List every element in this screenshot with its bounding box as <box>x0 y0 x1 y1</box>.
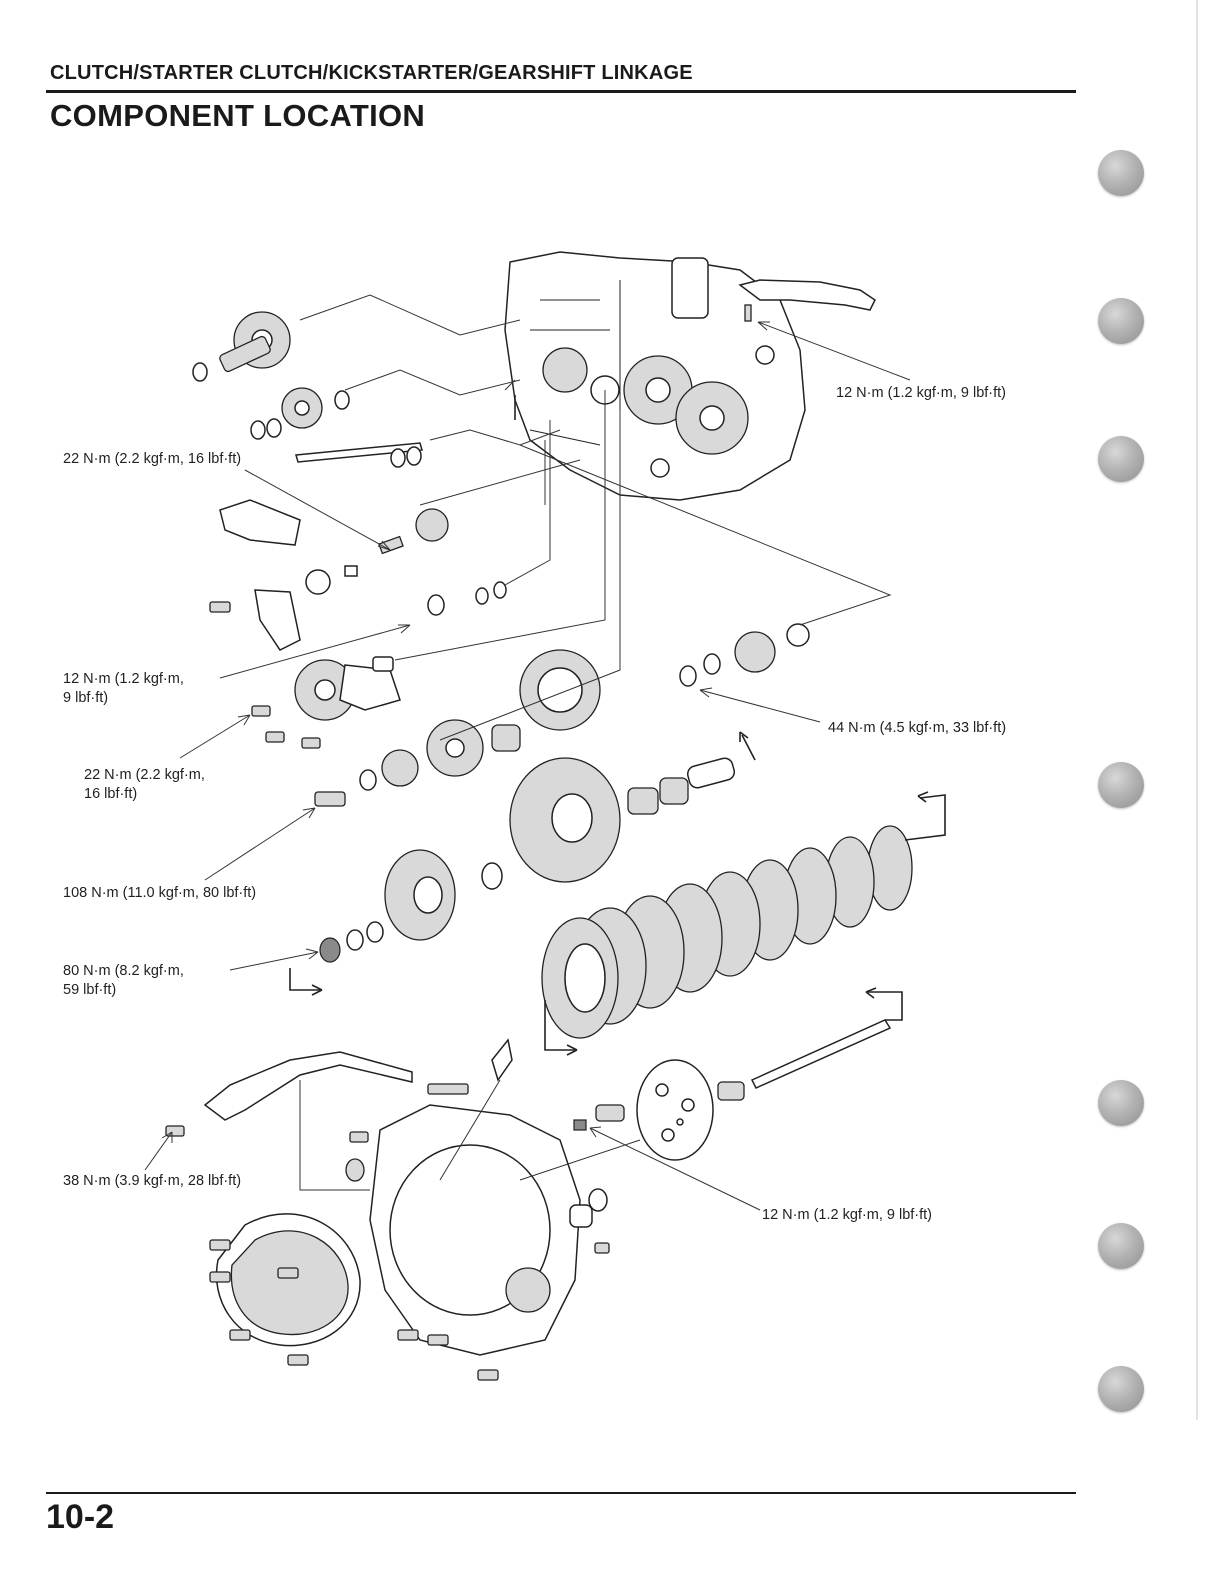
primary-drive-and-balancer-gears <box>314 623 810 807</box>
thumb-tab-5[interactable] <box>1098 1080 1144 1126</box>
thumb-tab-1[interactable] <box>1098 150 1144 196</box>
assembly-leader-lines <box>299 294 892 1191</box>
torque-label-primary-drive-gear-bolt: 108 N·m (11.0 kgf·m, 80 lbf·ft) <box>63 885 257 901</box>
torque-label-clutch-spring-bolt: 12 N·m (1.2 kgf·m, 9 lbf·ft) <box>762 1207 933 1223</box>
torque-label-oil-pump-bolt: 22 N·m (2.2 kgf·m, 16 lbf·ft) <box>84 766 205 804</box>
section-title: CLUTCH/STARTER CLUTCH/KICKSTARTER/GEARSH… <box>50 62 693 84</box>
page-heading: COMPONENT LOCATION <box>50 98 426 133</box>
thumb-tab-7[interactable] <box>1098 1366 1144 1412</box>
torque-label-line: 9 lbf·ft) <box>63 690 109 706</box>
torque-label-line: 80 N·m (8.2 kgf·m, <box>63 963 184 979</box>
torque-label-line: 22 N·m (2.2 kgf·m, <box>84 767 205 783</box>
page-edge-line <box>1196 0 1198 1420</box>
shift-drum-group <box>209 499 507 651</box>
torque-label-kickstarter-pedal-bolt: 38 N·m (3.9 kgf·m, 28 lbf·ft) <box>63 1173 242 1189</box>
thumb-tab-3[interactable] <box>1098 436 1144 482</box>
torque-label-stopper-arm-bolt: 12 N·m (1.2 kgf·m, 9 lbf·ft) <box>63 670 184 708</box>
thumb-tab-2[interactable] <box>1098 298 1144 344</box>
clutch-outer-and-center <box>319 757 736 963</box>
thumb-tab-6[interactable] <box>1098 1223 1144 1269</box>
footer-rule <box>46 1492 1076 1494</box>
gearshift-pedal <box>738 279 876 322</box>
clutch-cover-and-crankcase-cover <box>209 1104 610 1381</box>
kickstarter-pedal <box>165 1038 513 1137</box>
torque-label-line: 59 lbf·ft) <box>63 982 117 998</box>
torque-label-line: 16 lbf·ft) <box>84 786 138 802</box>
direction-arrows <box>289 395 946 1056</box>
torque-label-line: 12 N·m (1.2 kgf·m, <box>63 671 184 687</box>
torque-label-gearshift-pedal-bolt: 12 N·m (1.2 kgf·m, 9 lbf·ft) <box>836 385 1007 401</box>
clutch-plate-stack <box>541 825 913 1039</box>
torque-leader-lines <box>144 321 911 1211</box>
oil-pump-and-primary-gear-group <box>251 656 401 749</box>
pressure-plate-and-lifter <box>573 1019 892 1161</box>
thumb-tab-4[interactable] <box>1098 762 1144 808</box>
torque-label-shift-drum-bolt: 22 N·m (2.2 kgf·m, 16 lbf·ft) <box>63 451 242 467</box>
torque-label-clutch-center-nut: 80 N·m (8.2 kgf·m, 59 lbf·ft) <box>63 962 184 1000</box>
page-number: 10-2 <box>46 1498 115 1536</box>
kickstarter-spindle-group <box>192 311 423 468</box>
header-rule <box>46 90 1076 93</box>
torque-label-balancer-nut: 44 N·m (4.5 kgf·m, 33 lbf·ft) <box>828 720 1007 736</box>
crankcase-assembly <box>504 251 806 501</box>
